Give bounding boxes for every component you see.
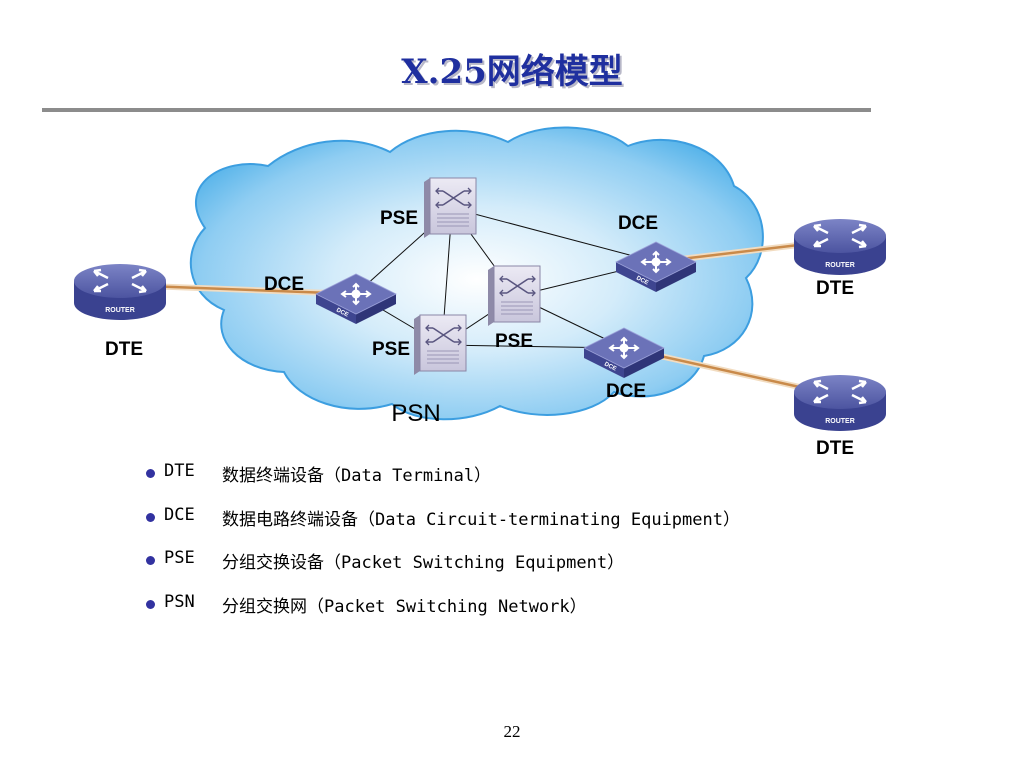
- dce-right-top-dce-icon: DCE: [615, 241, 697, 293]
- psn-label: PSN: [391, 400, 440, 427]
- legend-abbr: PSN: [164, 591, 195, 612]
- pse-bot-label: PSE: [372, 339, 410, 360]
- legend-text: 分组交换设备（Packet Switching Equipment）: [222, 553, 625, 573]
- legend-item-dte: DTE 数据终端设备（Data Terminal）: [146, 461, 740, 505]
- legend-item-pse: PSE 分组交换设备（Packet Switching Equipment）: [146, 548, 740, 592]
- dte-left-label: DTE: [105, 339, 143, 360]
- bullet-icon: [146, 556, 155, 565]
- dte-right-top-label: DTE: [816, 278, 854, 299]
- dce-device-text: DCE: [603, 361, 617, 372]
- pse-bot-switch-icon: [413, 314, 467, 376]
- legend-abbr: DCE: [164, 504, 195, 525]
- dce-left-label: DCE: [264, 274, 304, 295]
- bullet-icon: [146, 512, 155, 522]
- network-labels: PSE PSE PSE DCE DCE DCE DTE DTE DTE: [105, 208, 854, 459]
- title-divider: [42, 108, 871, 112]
- dce-left-dce-icon: DCE: [315, 273, 397, 325]
- slide-title: X.25网络模型: [401, 52, 623, 92]
- router-device-text: ROUTER: [825, 418, 855, 425]
- dte-right-bot-label: DTE: [816, 438, 854, 459]
- dce-right-top-label: DCE: [618, 213, 658, 234]
- legend-abbr: DTE: [164, 461, 195, 481]
- router-device-text: ROUTER: [105, 307, 135, 314]
- legend-text: 数据电路终端设备（Data Circuit-terminating Equipm…: [222, 509, 740, 530]
- pse-top-switch-icon: [423, 177, 477, 239]
- legend-list: DTE 数据终端设备（Data Terminal） DCE 数据电路终端设备（D…: [146, 461, 740, 635]
- bullet-icon: [146, 599, 155, 609]
- legend-text: 数据终端设备（Data Terminal）: [222, 466, 492, 486]
- dte-right-bot-router-icon: ROUTER: [792, 373, 888, 433]
- dte-right-top-router-icon: ROUTER: [792, 217, 888, 277]
- bullet-icon: [146, 469, 155, 478]
- legend-abbr: PSE: [164, 548, 195, 568]
- pse-mid-switch-icon: [487, 265, 541, 327]
- dte-left-router-icon: ROUTER: [72, 262, 168, 322]
- dce-device-text: DCE: [635, 275, 649, 286]
- dce-device-text: DCE: [335, 307, 349, 318]
- legend-item-psn: PSN 分组交换网（Packet Switching Network）: [146, 592, 740, 636]
- network-nodes: DCE DCE DCE ROUTER ROUTER ROUTER: [72, 177, 888, 433]
- dce-right-bot-dce-icon: DCE: [583, 327, 665, 379]
- link-pse_top-dce_right_top: [451, 207, 657, 263]
- legend-item-dce: DCE 数据电路终端设备（Data Circuit-terminating Eq…: [146, 505, 740, 549]
- dce-right-bot-label: DCE: [606, 381, 646, 402]
- pse-mid-label: PSE: [495, 331, 533, 352]
- legend-text: 分组交换网（Packet Switching Network）: [222, 596, 587, 617]
- page-number: 22: [503, 722, 521, 741]
- pse-top-label: PSE: [380, 208, 418, 229]
- router-device-text: ROUTER: [825, 262, 855, 269]
